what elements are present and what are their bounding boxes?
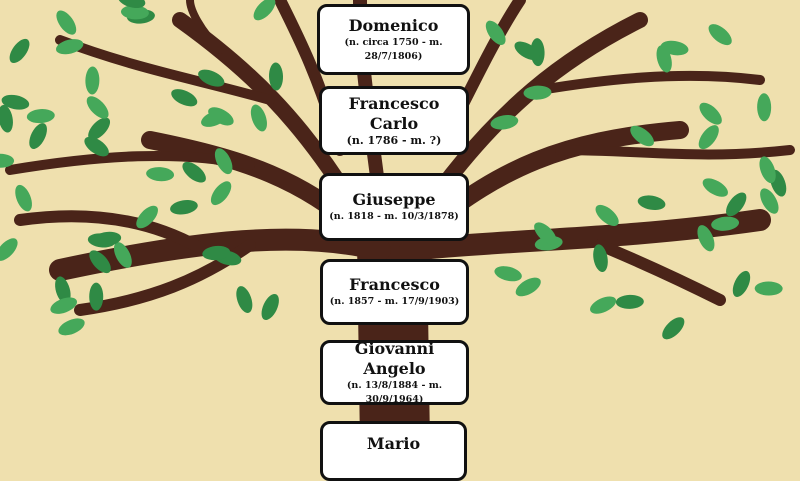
leaf-icon: [269, 62, 284, 91]
leaf-icon: [55, 39, 84, 55]
person-dates: (n. 1786 - m. ?): [346, 133, 442, 147]
leaf-icon: [711, 216, 740, 231]
leaf-icon: [699, 102, 722, 125]
leaf-icon: [0, 238, 18, 261]
leaf-icon: [0, 153, 15, 168]
leaf-icon: [182, 161, 206, 183]
leaf-icon: [50, 297, 78, 314]
leaf-icon: [759, 156, 776, 184]
leaf-icon: [170, 199, 198, 215]
person-name: Giuseppe: [352, 190, 436, 209]
leaf-icon: [146, 167, 175, 182]
leaf-icon: [630, 125, 654, 147]
leaf-icon: [656, 45, 672, 73]
person-dates: (n. 13/8/1884 - m. 30/9/1964): [346, 379, 443, 405]
leaf-icon: [84, 136, 109, 157]
leaf-icon: [514, 41, 540, 61]
leaf-icon: [85, 66, 100, 95]
person-name: Mario: [366, 434, 421, 453]
leaf-icon: [1, 94, 30, 110]
person-card-mario[interactable]: Mario: [320, 421, 467, 481]
person-name: Francesco Carlo: [348, 93, 440, 133]
person-card-domenico[interactable]: Domenico (n. circa 1750 - m. 28/7/1806): [317, 4, 470, 75]
leaf-icon: [494, 266, 522, 282]
leaf-icon: [754, 281, 783, 296]
leaf-icon: [0, 104, 13, 133]
leaf-icon: [515, 277, 541, 297]
leaf-icon: [58, 318, 85, 336]
leaf-icon: [136, 205, 158, 229]
leaf-icon: [702, 178, 728, 197]
leaf-icon: [55, 276, 71, 304]
leaf-icon: [26, 109, 55, 124]
leaf-icon: [760, 188, 779, 214]
leaf-icon: [732, 270, 751, 297]
leaf-icon: [56, 10, 77, 35]
leaf-icon: [120, 5, 149, 20]
leaf-icon: [198, 69, 225, 87]
person-card-giovanni-angelo[interactable]: Giovanni Angelo (n. 13/8/1884 - m. 30/9/…: [320, 338, 469, 405]
person-card-francesco-carlo[interactable]: Francesco Carlo (n. 1786 - m. ?): [319, 86, 469, 155]
leaf-icon: [261, 293, 279, 321]
leaf-icon: [29, 123, 47, 149]
leaf-icon: [253, 0, 276, 21]
leaf-icon: [118, 0, 146, 9]
leaf-icon: [490, 115, 519, 130]
leaf-icon: [590, 296, 617, 314]
leaf-icon: [697, 225, 715, 252]
person-card-giuseppe[interactable]: Giuseppe (n. 1818 - m. 10/3/1878): [319, 173, 469, 241]
person-name: Giovanni Angelo: [354, 338, 435, 378]
leaf-icon: [86, 96, 109, 119]
leaf-icon: [708, 24, 732, 46]
leaf-icon: [662, 317, 685, 340]
leaf-icon: [757, 93, 772, 122]
leaf-icon: [93, 231, 122, 247]
leaf-icon: [595, 204, 619, 226]
leaf-icon: [89, 250, 111, 274]
person-dates: (n. circa 1750 - m. 28/7/1806): [344, 36, 443, 62]
leaf-icon: [523, 85, 552, 100]
leaf-icon: [214, 148, 233, 175]
leaf-icon: [88, 117, 111, 140]
leaf-icon: [250, 104, 267, 132]
leaf-icon: [615, 294, 644, 309]
tree-leaves: [0, 0, 787, 340]
leaf-icon: [534, 222, 557, 245]
leaf-icon: [210, 181, 232, 206]
person-name: Francesco: [349, 275, 440, 294]
leaf-icon: [236, 286, 253, 313]
person-card-francesco[interactable]: Francesco (n. 1857 - m. 17/9/1903): [320, 259, 469, 325]
leaf-icon: [698, 125, 719, 150]
person-dates: (n. 1818 - m. 10/3/1878): [329, 211, 459, 222]
person-name: Domenico: [348, 15, 439, 35]
person-dates: (n. 1857 - m. 17/9/1903): [329, 296, 460, 307]
leaf-icon: [113, 242, 132, 268]
leaf-icon: [637, 195, 666, 210]
leaf-icon: [15, 184, 32, 212]
leaf-icon: [202, 245, 231, 261]
leaf-icon: [171, 89, 198, 107]
leaf-icon: [726, 192, 747, 217]
leaf-icon: [593, 244, 608, 273]
leaf-icon: [485, 20, 506, 45]
leaf-icon: [9, 38, 30, 64]
leaf-icon: [208, 107, 234, 126]
leaf-icon: [89, 282, 104, 311]
